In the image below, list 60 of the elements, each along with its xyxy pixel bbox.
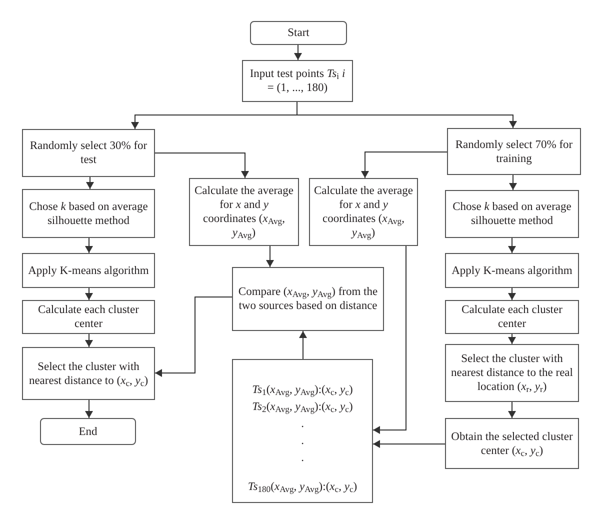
arrow: [154, 296, 232, 377]
arrow: [154, 152, 249, 178]
arrow: [372, 246, 406, 434]
arrow: [508, 334, 516, 344]
box-text: Input test points Ts$_{i}$ i = (1, ..., 180): [248, 67, 346, 95]
box-text: Start: [288, 26, 310, 40]
box-text: Calculate the average for x and y coordinates (x$_{Avg}$, y$_{Avg}$): [314, 184, 413, 240]
process-box: [232, 267, 384, 331]
box-text: Chose k based on average silhouette method: [452, 200, 572, 228]
process-box: [189, 178, 299, 246]
box-text: Apply K-means algorithm: [452, 264, 572, 278]
box-text: Randomly select 70% for training: [454, 138, 574, 166]
process-box: [232, 359, 373, 503]
process-box: [22, 189, 155, 238]
process-box: [309, 178, 418, 246]
box-text: Obtain the selected cluster center (x$_{c}$, y$_{c}$): [450, 430, 574, 458]
box-text: .: [301, 451, 304, 465]
arrow: [85, 288, 93, 300]
box-text: Chose k based on average silhouette method: [28, 200, 149, 228]
box-text: End: [78, 424, 98, 438]
terminal-box: [250, 21, 347, 45]
box-text: Compare (x$_{Avg}$, y$_{Avg}$) from the two sources based on distance: [237, 285, 379, 313]
box-text: Randomly select 30% for test: [28, 139, 148, 167]
process-box: [445, 300, 579, 334]
arrow: [509, 174, 517, 190]
arrow: [508, 288, 516, 300]
arrow: [86, 176, 94, 190]
box-text: Ts$_{2}$(x$_{Avg}$, y$_{Avg}$):(x$_{c}$, y$_{c}$): [252, 400, 353, 414]
arrow: [294, 44, 302, 60]
box-text: Calculate each cluster center: [460, 303, 564, 331]
arrow: [266, 246, 274, 268]
process-box: [22, 347, 155, 400]
box-text: .: [301, 434, 304, 448]
process-box: [22, 300, 155, 334]
box-text: Select the cluster with nearest distance to (x$_{c}$, y$_{c}$): [28, 360, 150, 388]
box-text: Calculate each cluster center: [37, 303, 140, 331]
arrow: [85, 400, 93, 418]
arrow: [296, 102, 517, 128]
arrow: [508, 402, 516, 418]
box-text: .: [301, 417, 304, 431]
arrow: [299, 330, 307, 360]
arrow: [508, 238, 516, 254]
process-box: [445, 253, 579, 288]
process-box: [447, 128, 581, 175]
process-box: [445, 190, 579, 238]
arrow: [85, 334, 93, 348]
terminal-box: [40, 418, 136, 445]
arrow: [372, 440, 446, 448]
arrow: [85, 238, 93, 254]
process-box: [445, 418, 579, 469]
process-box: [445, 344, 579, 402]
box-text: Select the cluster with nearest distance to the real location (x$_{r}$, y$_{r}$): [450, 352, 574, 394]
arrow: [361, 152, 448, 178]
process-box: [22, 129, 155, 177]
box-text: Apply K-means algorithm: [28, 264, 149, 278]
process-box: [22, 253, 155, 288]
box-text: Ts$_{1}$(x$_{Avg}$, y$_{Avg}$):(x$_{c}$, y$_{c}$): [252, 383, 353, 397]
box-text: Ts$_{180}$(x$_{Avg}$, y$_{Avg}$):(x$_{c}$, y$_{c}$): [248, 480, 358, 494]
box-text: Calculate the average for x and y coordinates (x$_{Avg}$, y$_{Avg}$): [194, 184, 294, 240]
process-box: [242, 60, 353, 102]
